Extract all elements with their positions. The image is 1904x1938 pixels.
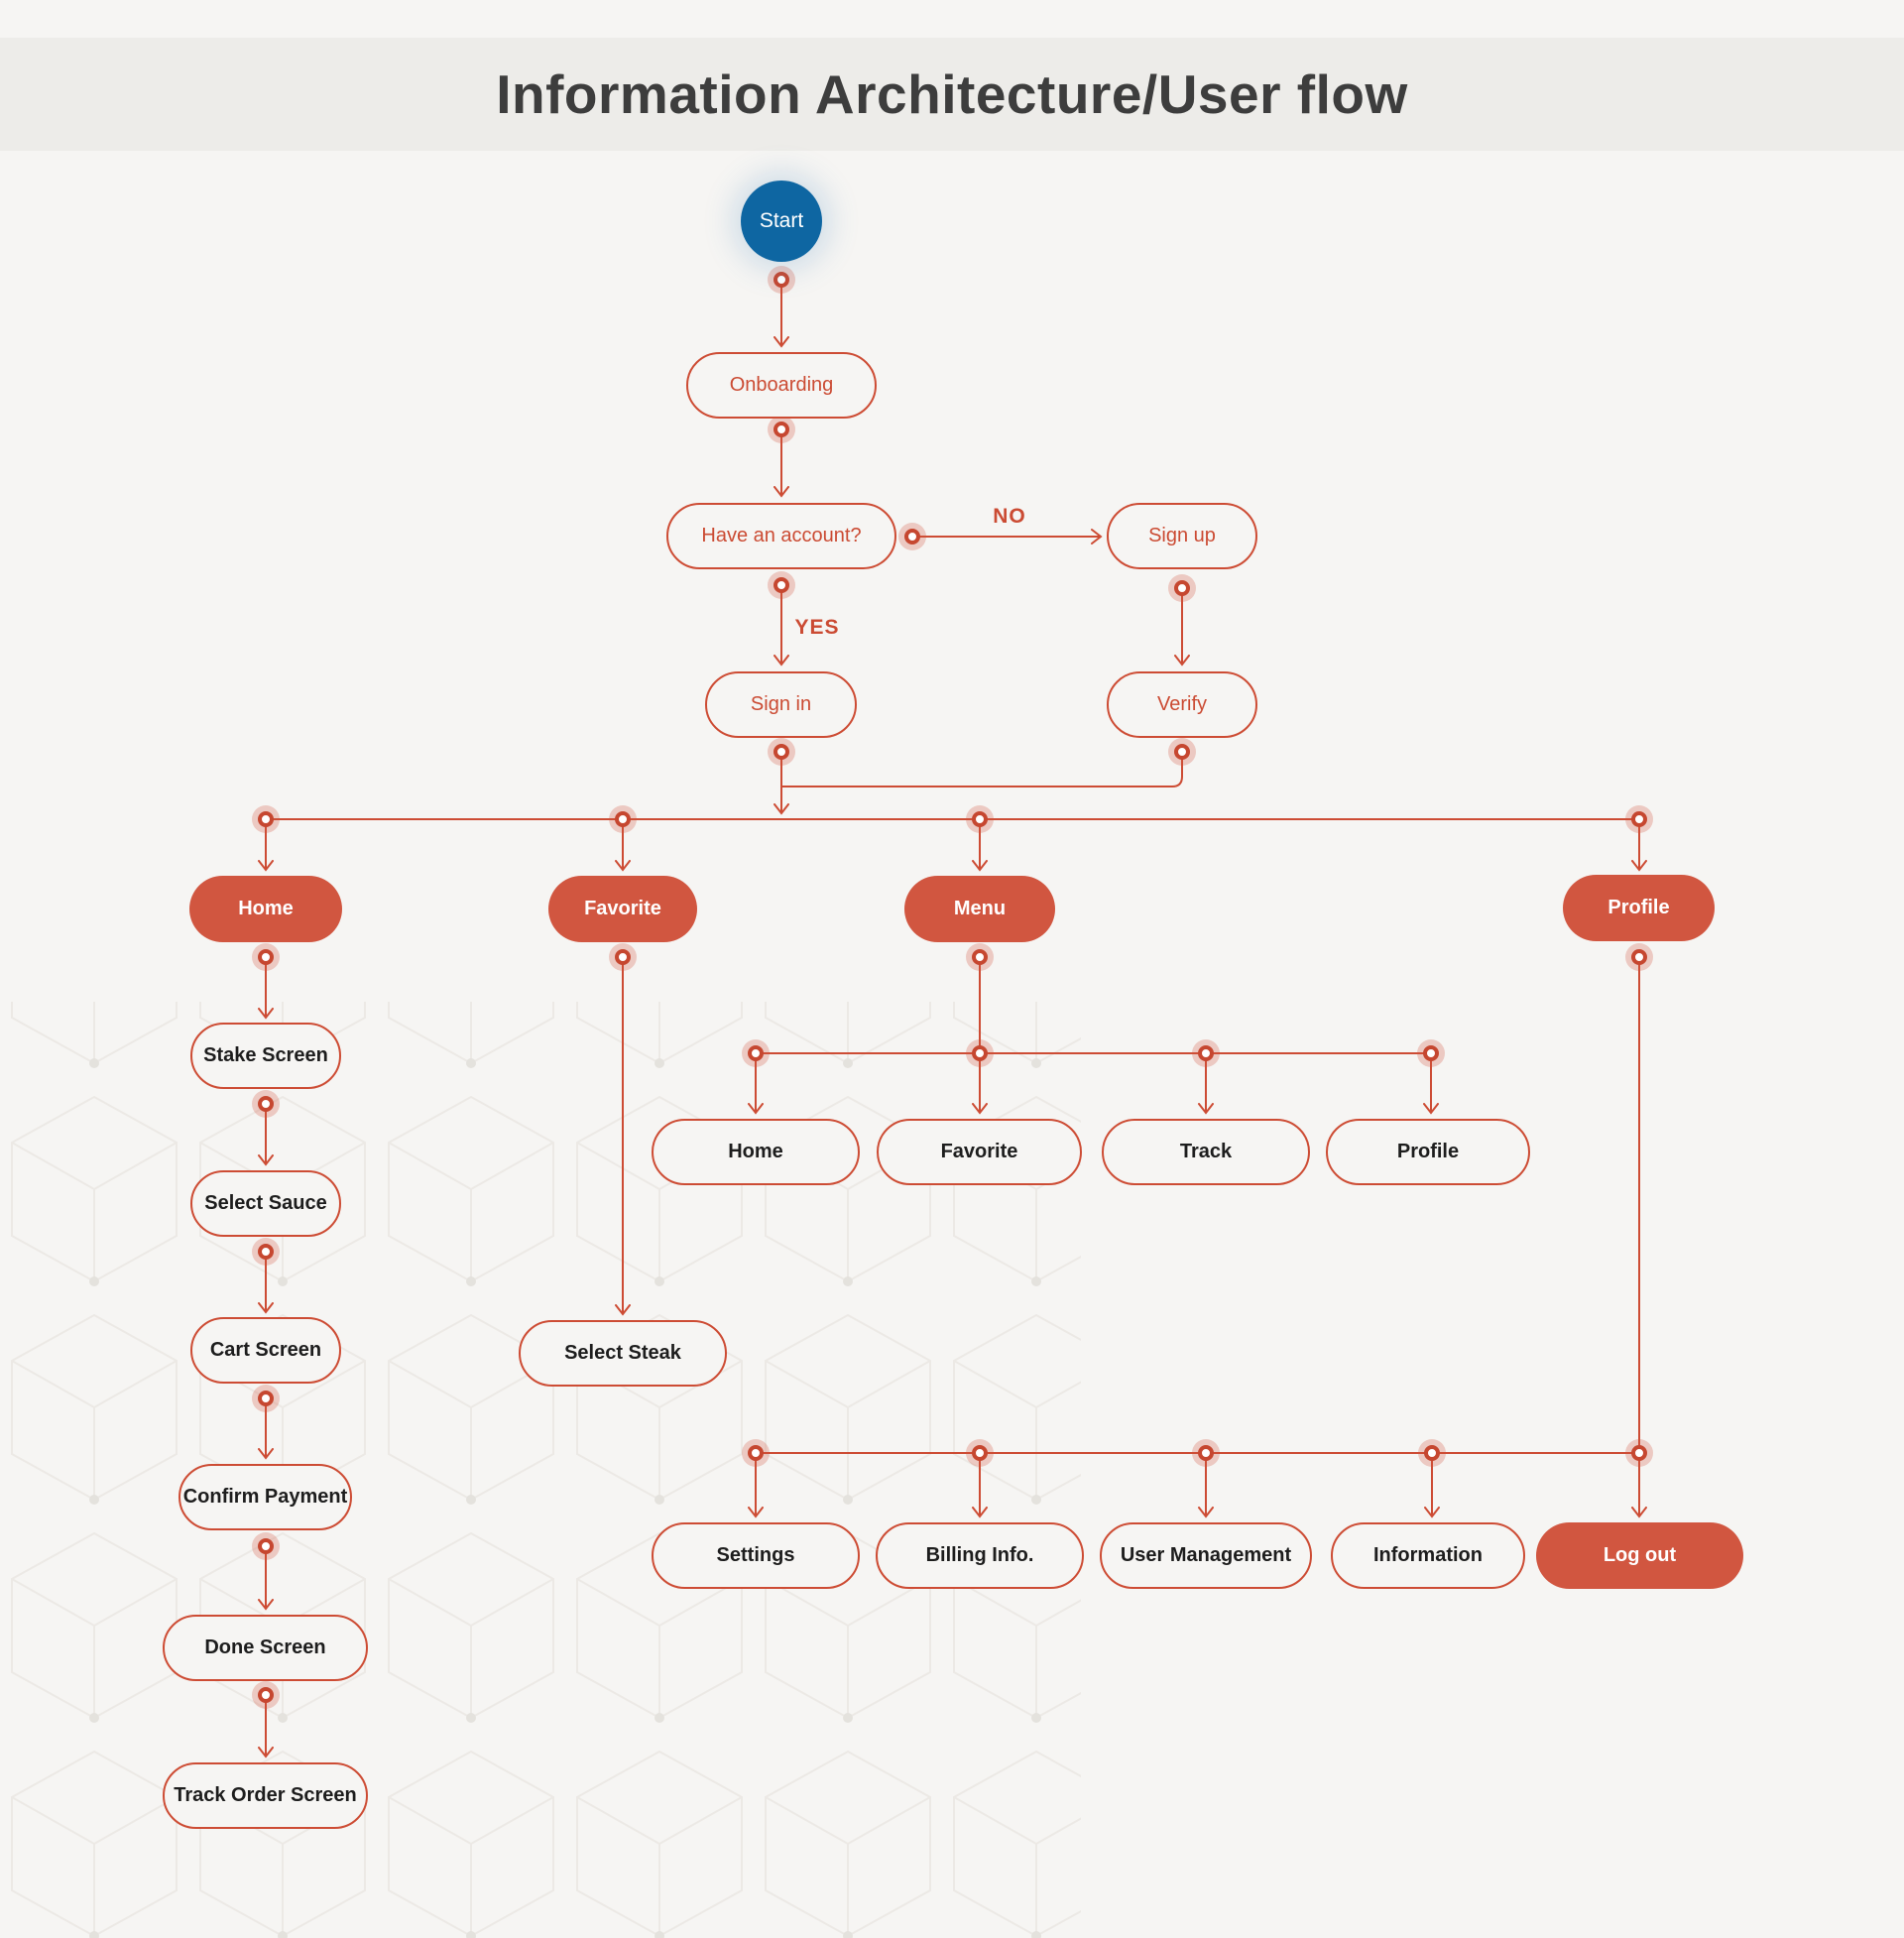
- node-track-order-screen: Track Order Screen: [163, 1762, 368, 1829]
- title-band: Information Architecture/User flow: [0, 38, 1904, 151]
- node-billing-info: Billing Info.: [876, 1522, 1084, 1589]
- edge-label-yes: YES: [794, 616, 840, 639]
- node-sign-up: Sign up: [1107, 503, 1257, 569]
- node-log-out: Log out: [1536, 1522, 1743, 1589]
- node-verify: Verify: [1107, 671, 1257, 738]
- tab-menu: Menu: [904, 876, 1055, 942]
- node-sign-in: Sign in: [705, 671, 857, 738]
- node-select-sauce: Select Sauce: [190, 1170, 341, 1237]
- tab-profile: Profile: [1563, 875, 1715, 941]
- node-information: Information: [1331, 1522, 1525, 1589]
- node-stake-screen: Stake Screen: [190, 1023, 341, 1089]
- page-title: Information Architecture/User flow: [496, 63, 1408, 125]
- node-menu-home: Home: [652, 1119, 860, 1185]
- edge-label-no: NO: [993, 505, 1026, 528]
- node-select-steak: Select Steak: [519, 1320, 727, 1387]
- node-confirm-payment: Confirm Payment: [178, 1464, 352, 1530]
- node-done-screen: Done Screen: [163, 1615, 368, 1681]
- node-start: Start: [741, 181, 822, 262]
- node-onboarding: Onboarding: [686, 352, 877, 419]
- tab-favorite: Favorite: [548, 876, 697, 942]
- node-menu-favorite: Favorite: [877, 1119, 1082, 1185]
- node-settings: Settings: [652, 1522, 860, 1589]
- node-user-management: User Management: [1100, 1522, 1312, 1589]
- tab-home: Home: [189, 876, 342, 942]
- node-cart-screen: Cart Screen: [190, 1317, 341, 1384]
- node-menu-track: Track: [1102, 1119, 1310, 1185]
- node-have-account: Have an account?: [666, 503, 896, 569]
- node-menu-profile: Profile: [1326, 1119, 1530, 1185]
- connector-dots: [252, 266, 1653, 1709]
